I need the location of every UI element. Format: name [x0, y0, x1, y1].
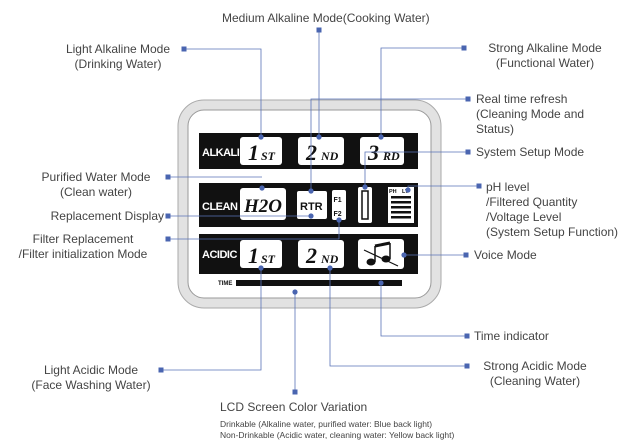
- purified-water-label: Purified Water Mode (Clean water): [41, 170, 151, 199]
- drinkable-note: Drinkable (Alkaline water, purified wate…: [220, 419, 433, 429]
- filter-replacement-label: Filter Replacement /Filter initializatio…: [18, 232, 148, 261]
- system-setup-label: System Setup Mode: [476, 145, 585, 159]
- h2o-symbol: H2O: [243, 196, 282, 217]
- alkali-3rd-digit: 3: [367, 140, 379, 165]
- time-bar: [236, 280, 402, 286]
- non-drinkable-note: Non-Drinkable (Acidic water, cleaning wa…: [220, 430, 455, 440]
- alkali-2nd-suffix: ND: [320, 149, 339, 163]
- acidic-2nd-box: [298, 240, 344, 268]
- rtr-box: [297, 191, 327, 219]
- lv-text: LV: [402, 189, 409, 195]
- time-label: TIME: [218, 281, 232, 287]
- medium-alkaline-label: Medium Alkaline Mode(Cooking Water): [222, 11, 430, 25]
- acidic-1st-box: [240, 240, 282, 268]
- filter-box: [332, 190, 346, 220]
- ph-level-label: pH level /Filtered Quantity /Voltage Lev…: [486, 180, 619, 239]
- light-acidic-label: Light Acidic Mode (Face Washing Water): [31, 363, 151, 392]
- voice-icon: [363, 241, 399, 267]
- ph-text: PH: [389, 189, 397, 195]
- clean-label: CLEAN: [202, 201, 238, 213]
- replacement-display-label: Replacement Display: [50, 209, 164, 223]
- alkali-label: ALKALI: [202, 147, 240, 159]
- acidic-2nd-suffix: ND: [320, 252, 339, 266]
- anchor-dots: [158, 27, 482, 395]
- acidic-1st-suffix: ST: [261, 252, 276, 266]
- strong-alkaline-label: Strong Alkaline Mode (Functional Water): [488, 41, 602, 70]
- alkali-1st-suffix: ST: [261, 149, 276, 163]
- color-variation-title: LCD Screen Color Variation: [220, 400, 368, 414]
- real-time-refresh-label: Real time refresh (Cleaning Mode and Sta…: [476, 92, 585, 136]
- alkali-1st-box: [240, 137, 282, 165]
- f1-text: F1: [334, 197, 342, 204]
- light-alkaline-label: Light Alkaline Mode (Drinking Water): [65, 42, 171, 71]
- alkali-1st-digit: 1: [248, 140, 259, 165]
- level-bars: [391, 196, 411, 219]
- setup-box: [358, 187, 372, 223]
- rtr-text: RTR: [300, 201, 323, 213]
- time-indicator-label: Time indicator: [474, 329, 549, 343]
- leader-lines: [161, 30, 479, 392]
- strong-acidic-label: Strong Acidic Mode (Cleaning Water): [483, 359, 587, 388]
- setup-bar: [361, 190, 369, 220]
- alkali-2nd-box: [298, 137, 344, 165]
- h2o-box: [240, 188, 286, 220]
- alkali-3rd-suffix: RD: [382, 149, 400, 163]
- f2-text: F2: [334, 211, 342, 218]
- acidic-2nd-digit: 2: [305, 243, 317, 268]
- voice-mode-label: Voice Mode: [474, 248, 537, 262]
- alkali-3rd-box: [360, 137, 404, 165]
- acidic-1st-digit: 1: [248, 243, 259, 268]
- acidic-label: ACIDIC: [202, 249, 237, 261]
